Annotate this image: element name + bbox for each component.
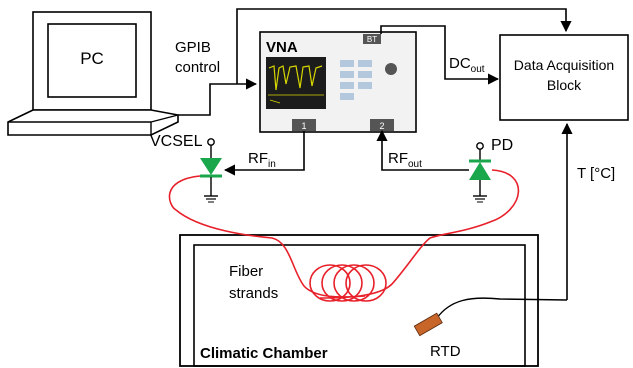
vna-button bbox=[340, 60, 354, 67]
gpib-label-line2: control bbox=[175, 59, 220, 76]
vcsel-diode-symbol bbox=[200, 158, 222, 175]
fiber-left-segment bbox=[168, 175, 366, 298]
fiber-coil-loop bbox=[309, 264, 351, 302]
fiber-coil-loop bbox=[321, 264, 363, 302]
fiber-coil-loop bbox=[333, 264, 375, 302]
fiber-label-line1: Fiber bbox=[229, 263, 263, 280]
climatic-chamber: Climatic Chamber bbox=[179, 234, 539, 367]
vna-button bbox=[358, 82, 372, 89]
vna-button bbox=[340, 82, 354, 89]
daq-label-line1: Data Acquisition bbox=[514, 57, 614, 73]
vna-button bbox=[358, 71, 372, 78]
vna-button bbox=[340, 71, 354, 78]
vna-port-1-label: 1 bbox=[301, 121, 306, 131]
vcsel-diode bbox=[200, 138, 222, 203]
vna-to-daq-top-link bbox=[236, 8, 572, 84]
chamber-inner-wall bbox=[193, 244, 526, 367]
vna-bt-port bbox=[363, 34, 381, 44]
dc-out-label: DCout bbox=[449, 55, 485, 75]
pd-label: PD bbox=[491, 137, 513, 154]
pc-label: PC bbox=[80, 49, 104, 68]
fiber-coil-loop bbox=[345, 264, 387, 302]
dc-out-connection bbox=[380, 25, 500, 85]
rtd-label: RTD bbox=[430, 343, 461, 360]
daq-box bbox=[499, 34, 629, 121]
rf-in-connection bbox=[223, 131, 305, 176]
vna-bt-label: BT bbox=[367, 35, 377, 44]
rtd-wire bbox=[436, 297, 568, 319]
rf-out-label: RFout bbox=[388, 150, 422, 170]
gpib-connection bbox=[178, 78, 258, 116]
rtd-sensor bbox=[413, 312, 443, 337]
photodiode bbox=[469, 142, 491, 203]
fiber-right-segment bbox=[319, 169, 520, 299]
vna-port-1 bbox=[292, 119, 316, 131]
chamber-label: Climatic Chamber bbox=[200, 345, 328, 362]
vna-port-2 bbox=[370, 119, 394, 131]
pc-computer: PC bbox=[7, 11, 179, 136]
pd-diode-symbol bbox=[469, 162, 491, 180]
vna-label: VNA bbox=[266, 39, 298, 56]
vna-trace bbox=[268, 65, 323, 91]
vna-button bbox=[340, 93, 354, 100]
pc-screen bbox=[47, 23, 137, 98]
daq-label-line2: Block bbox=[547, 77, 582, 93]
fiber-label-line2: strands bbox=[229, 285, 278, 302]
temperature-label: T [°C] bbox=[577, 165, 615, 182]
vna-knob bbox=[385, 63, 397, 75]
gpib-label-line1: GPIB bbox=[175, 39, 211, 56]
rf-in-label: RFin bbox=[248, 150, 276, 170]
vna-button bbox=[358, 60, 372, 67]
rf-out-connection bbox=[376, 129, 469, 171]
optical-fiber bbox=[168, 169, 520, 302]
vcsel-label: VCSEL bbox=[150, 133, 203, 150]
vna-instrument: VNA BT 1 2 bbox=[259, 31, 417, 133]
vna-port-2-label: 2 bbox=[379, 121, 384, 131]
data-acquisition-block: Data Acquisition Block bbox=[499, 34, 629, 121]
